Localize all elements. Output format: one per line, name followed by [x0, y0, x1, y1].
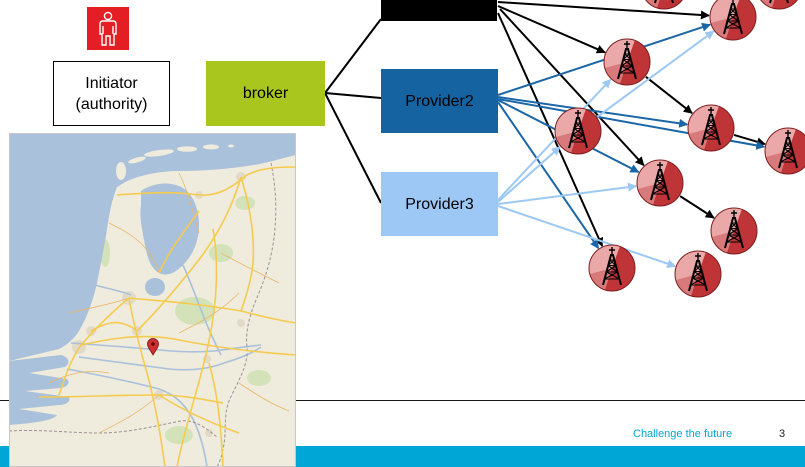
- broker-connectors: [324, 18, 382, 204]
- map-north-sea: [9, 133, 296, 361]
- initiator-label-line1: Initiator: [85, 74, 138, 92]
- map-minor-roads: [48, 172, 290, 434]
- arrow-provider1: [645, 76, 693, 114]
- arrow-provider3: [497, 78, 612, 201]
- map-pin-body: [147, 338, 159, 356]
- arrow-provider1: [497, 1, 710, 20]
- cell-tower-icon: [603, 38, 651, 86]
- connector-broker-provider1: [324, 18, 382, 94]
- map-pin-icon: [147, 338, 159, 356]
- arrow-provider3: [497, 205, 677, 268]
- broker-box: broker: [206, 61, 325, 126]
- cell-towers: [554, 0, 805, 298]
- connector-broker-provider3: [324, 92, 382, 204]
- person-icon-body: [99, 20, 117, 46]
- provider3-label: Provider3: [405, 195, 474, 213]
- broker-label: broker: [242, 85, 289, 102]
- cell-tower-icon: [709, 0, 757, 41]
- map-markermeer: [145, 278, 165, 296]
- initiator-box: Initiator (authority): [53, 61, 170, 126]
- netherlands-map: [9, 133, 296, 467]
- map-ijsselmeer: [140, 183, 199, 275]
- cell-tower-icon: [554, 107, 602, 155]
- map-pin-dot: [151, 342, 155, 346]
- person-icon-head: [103, 11, 113, 21]
- footer-rule: [0, 400, 805, 401]
- arrow-provider1: [499, 8, 645, 166]
- page-number: 3: [779, 428, 786, 440]
- map-borders: [9, 162, 277, 467]
- cell-tower-icon: [764, 127, 805, 175]
- arrow-provider1: [679, 195, 715, 219]
- cell-tower-icon: [760, 0, 798, 10]
- arrow-provider3: [497, 146, 561, 203]
- footer-tagline: Challenge the future: [633, 428, 733, 440]
- connector-broker-provider2: [324, 92, 382, 99]
- arrow-provider1: [497, 5, 606, 54]
- cell-tower-icon: [674, 250, 722, 298]
- cell-tower-icon: [645, 0, 683, 10]
- provider2-box: Provider2: [381, 69, 498, 133]
- arrow-provider2: [497, 96, 689, 128]
- cell-tower-icon: [588, 244, 636, 292]
- arrow-provider2: [497, 101, 600, 249]
- person-icon: [87, 7, 129, 50]
- cell-tower-icon: [636, 159, 684, 207]
- map-zeeland-estuaries: [9, 355, 70, 425]
- provider3-box: Provider3: [381, 172, 498, 236]
- arrow-provider1: [497, 12, 604, 247]
- map-highways: [38, 166, 296, 467]
- arrow-provider3: [497, 182, 638, 205]
- initiator-label-line2: (authority): [75, 95, 148, 113]
- map-islands: [116, 144, 234, 180]
- person-icon-tile: [87, 7, 129, 50]
- provider1-box: [381, 0, 497, 21]
- cell-tower-icon: [687, 104, 735, 152]
- provider2-label: Provider2: [405, 92, 474, 110]
- cell-tower-icon: [710, 207, 758, 255]
- map-water: [9, 133, 296, 425]
- arrow-provider3: [596, 30, 715, 118]
